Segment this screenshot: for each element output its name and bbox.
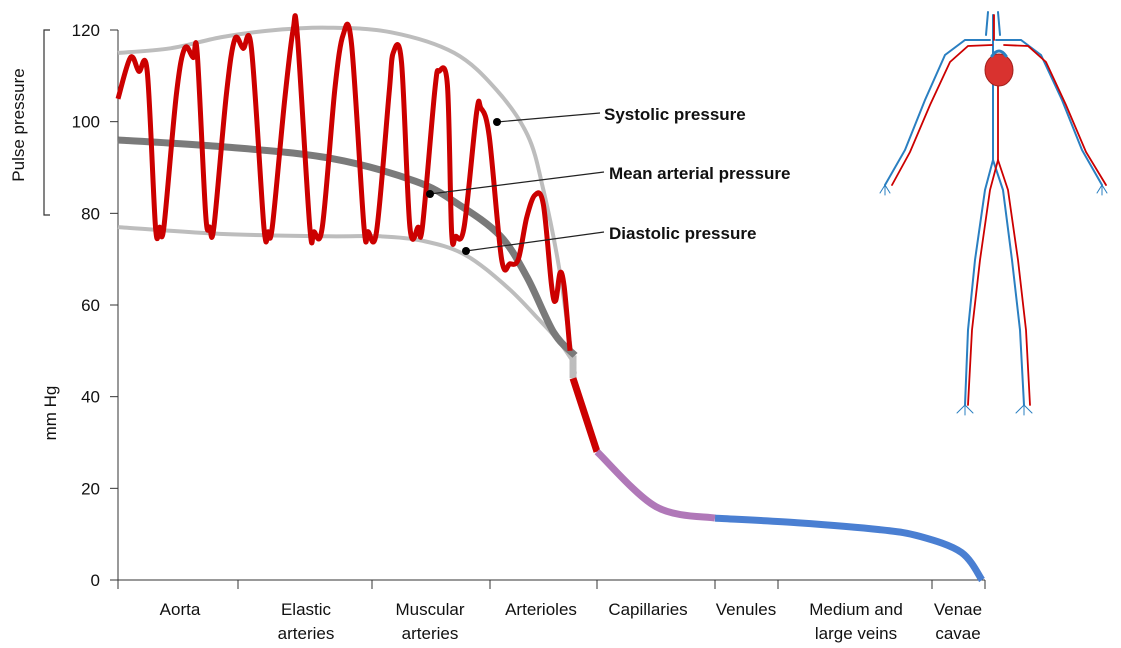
category-label: Capillaries — [608, 600, 687, 619]
y-tick-label: 60 — [81, 296, 100, 315]
pulse-series-line — [115, 13, 573, 352]
systolic-annotation-label: Systolic pressure — [604, 105, 746, 124]
y-tick-label: 0 — [91, 571, 100, 590]
diastolic-leader-line — [465, 231, 605, 252]
diastolic-annotation-label: Diastolic pressure — [609, 224, 756, 243]
category-label: arteries — [278, 624, 335, 643]
category-label: Elastic — [281, 600, 332, 619]
category-label: Venae — [934, 600, 982, 619]
series-layer — [115, 13, 985, 583]
pulse-pressure-label: Pulse pressure — [9, 68, 28, 181]
y-axis-title: mm Hg — [41, 386, 60, 441]
category-label: Venules — [716, 600, 777, 619]
y-tick-label: 100 — [72, 113, 100, 132]
category-label: Arterioles — [505, 600, 577, 619]
y-tick-label: 80 — [81, 204, 100, 223]
x-ticks: Aorta Elastic arteries Muscular arteries Arte… — [117, 580, 986, 643]
circulatory-system-figure-icon — [879, 11, 1108, 416]
systolic-marker-dot — [493, 118, 501, 126]
mean-annotation-label: Mean arterial pressure — [609, 164, 790, 183]
flow-purple-series-line — [594, 449, 716, 522]
y-ticks: 0 20 40 60 80 100 120 — [72, 21, 118, 590]
systolic-series-line — [117, 25, 577, 375]
diastolic-series-line — [117, 225, 577, 366]
mean-marker-dot — [426, 190, 434, 198]
category-label: arteries — [402, 624, 459, 643]
category-label: large veins — [815, 624, 897, 643]
mean-leader-line — [429, 171, 605, 195]
category-label: Aorta — [160, 600, 201, 619]
category-label: Muscular — [396, 600, 465, 619]
y-tick-label: 20 — [81, 479, 100, 498]
category-label: cavae — [935, 624, 980, 643]
flow-blue-series-line — [714, 514, 985, 583]
y-tick-label: 40 — [81, 388, 100, 407]
systolic-leader-line — [496, 112, 601, 123]
category-label: Medium and — [809, 600, 903, 619]
y-tick-label: 120 — [72, 21, 100, 40]
pulse-pressure-bracket — [43, 29, 50, 216]
diastolic-marker-dot — [462, 247, 470, 255]
mean-series-line — [117, 136, 578, 358]
flow-red-series-line — [569, 377, 601, 453]
